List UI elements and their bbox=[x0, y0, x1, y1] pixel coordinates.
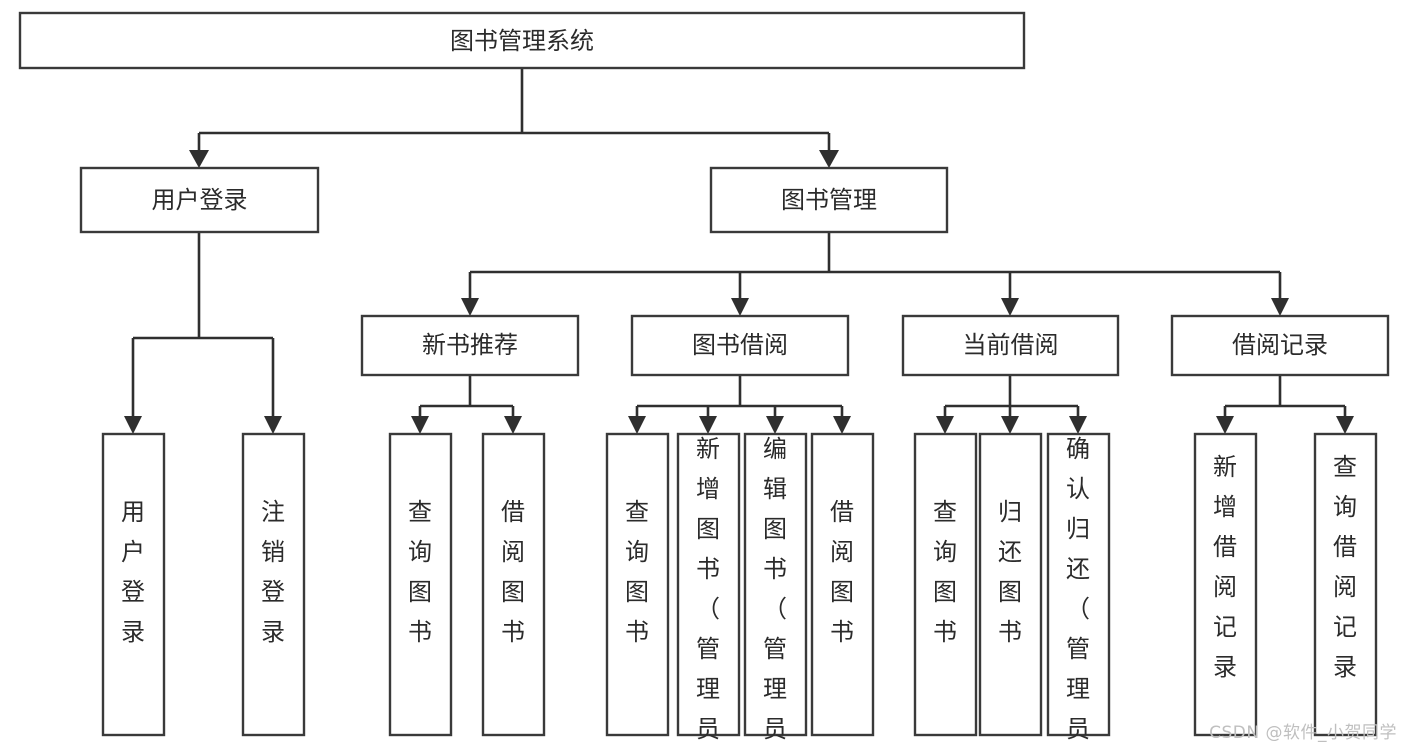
node-leaf-borrow-book-2-label: 借阅图书 bbox=[830, 498, 854, 646]
arrow-head-icon bbox=[628, 416, 646, 434]
node-leaf-query-record-label: 查询借阅记录 bbox=[1333, 453, 1357, 681]
csdn-watermark: CSDN @软件_小贺同学 bbox=[1209, 723, 1397, 743]
node-leaf-return-book[interactable]: 归还图书 bbox=[978, 432, 1043, 737]
node-leaf-user-login-label: 用户登录 bbox=[121, 498, 145, 646]
arrow-head-icon bbox=[461, 298, 479, 316]
node-leaf-add-record[interactable]: 新增借阅记录 bbox=[1193, 432, 1258, 737]
node-leaf-confirm-return-label: 确认归还（管理员） bbox=[1066, 435, 1090, 747]
node-leaf-query-book-2[interactable]: 查询图书 bbox=[605, 432, 670, 737]
node-leaf-user-logout[interactable]: 注销登录 bbox=[241, 432, 306, 737]
arrow-head-icon bbox=[124, 416, 142, 434]
node-user-login[interactable]: 用户登录 bbox=[79, 166, 320, 234]
node-leaf-add-record-label: 新增借阅记录 bbox=[1213, 453, 1237, 681]
node-current-borrow[interactable]: 当前借阅 bbox=[901, 314, 1120, 377]
arrow-head-icon bbox=[1216, 416, 1234, 434]
node-leaf-borrow-book-1[interactable]: 借阅图书 bbox=[481, 432, 546, 737]
arrow-head-icon bbox=[1336, 416, 1354, 434]
node-book-borrow-label: 图书借阅 bbox=[692, 331, 788, 359]
arrow-head-icon bbox=[504, 416, 522, 434]
node-leaf-query-book-3[interactable]: 查询图书 bbox=[913, 432, 978, 737]
edges-layer bbox=[124, 68, 1354, 434]
node-leaf-add-book-label: 新增图书（管理员） bbox=[696, 435, 720, 747]
node-leaf-confirm-return[interactable]: 确认归还（管理员） bbox=[1046, 432, 1111, 747]
node-leaf-query-book-1[interactable]: 查询图书 bbox=[388, 432, 453, 737]
node-leaf-edit-book[interactable]: 编辑图书（管理员） bbox=[743, 432, 808, 747]
arrow-head-icon bbox=[766, 416, 784, 434]
node-leaf-user-logout-label: 注销登录 bbox=[261, 498, 285, 646]
node-leaf-borrow-book-1-label: 借阅图书 bbox=[501, 498, 525, 646]
node-leaf-query-book-2-label: 查询图书 bbox=[625, 498, 649, 646]
arrow-head-icon bbox=[264, 416, 282, 434]
node-current-borrow-label: 当前借阅 bbox=[963, 331, 1059, 359]
node-leaf-return-book-label: 归还图书 bbox=[998, 498, 1022, 646]
node-leaf-edit-book-label: 编辑图书（管理员） bbox=[763, 435, 787, 747]
node-root-label: 图书管理系统 bbox=[450, 27, 594, 55]
node-leaf-query-book-3-label: 查询图书 bbox=[933, 498, 957, 646]
node-new-book-recommend[interactable]: 新书推荐 bbox=[360, 314, 580, 377]
node-book-management[interactable]: 图书管理 bbox=[709, 166, 949, 234]
node-leaf-query-record[interactable]: 查询借阅记录 bbox=[1313, 432, 1378, 737]
arrow-head-icon bbox=[1069, 416, 1087, 434]
arrow-head-icon bbox=[819, 150, 839, 168]
arrow-head-icon bbox=[1271, 298, 1289, 316]
node-leaf-user-login[interactable]: 用户登录 bbox=[101, 432, 166, 737]
node-borrow-record[interactable]: 借阅记录 bbox=[1170, 314, 1390, 377]
node-new-book-recommend-label: 新书推荐 bbox=[422, 331, 518, 359]
node-leaf-query-book-1-label: 查询图书 bbox=[408, 498, 432, 646]
arrow-head-icon bbox=[1001, 416, 1019, 434]
arrow-head-icon bbox=[1001, 298, 1019, 316]
arrow-head-icon bbox=[833, 416, 851, 434]
node-leaf-add-book[interactable]: 新增图书（管理员） bbox=[676, 432, 741, 747]
node-borrow-record-label: 借阅记录 bbox=[1232, 331, 1328, 359]
arrow-head-icon bbox=[731, 298, 749, 316]
arrow-head-icon bbox=[936, 416, 954, 434]
node-root[interactable]: 图书管理系统 bbox=[18, 11, 1026, 70]
node-book-borrow[interactable]: 图书借阅 bbox=[630, 314, 850, 377]
arrow-head-icon bbox=[189, 150, 209, 168]
node-user-login-label: 用户登录 bbox=[152, 186, 248, 214]
arrow-head-icon bbox=[411, 416, 429, 434]
node-book-management-label: 图书管理 bbox=[781, 186, 877, 214]
arrow-head-icon bbox=[699, 416, 717, 434]
node-leaf-borrow-book-2[interactable]: 借阅图书 bbox=[810, 432, 875, 737]
